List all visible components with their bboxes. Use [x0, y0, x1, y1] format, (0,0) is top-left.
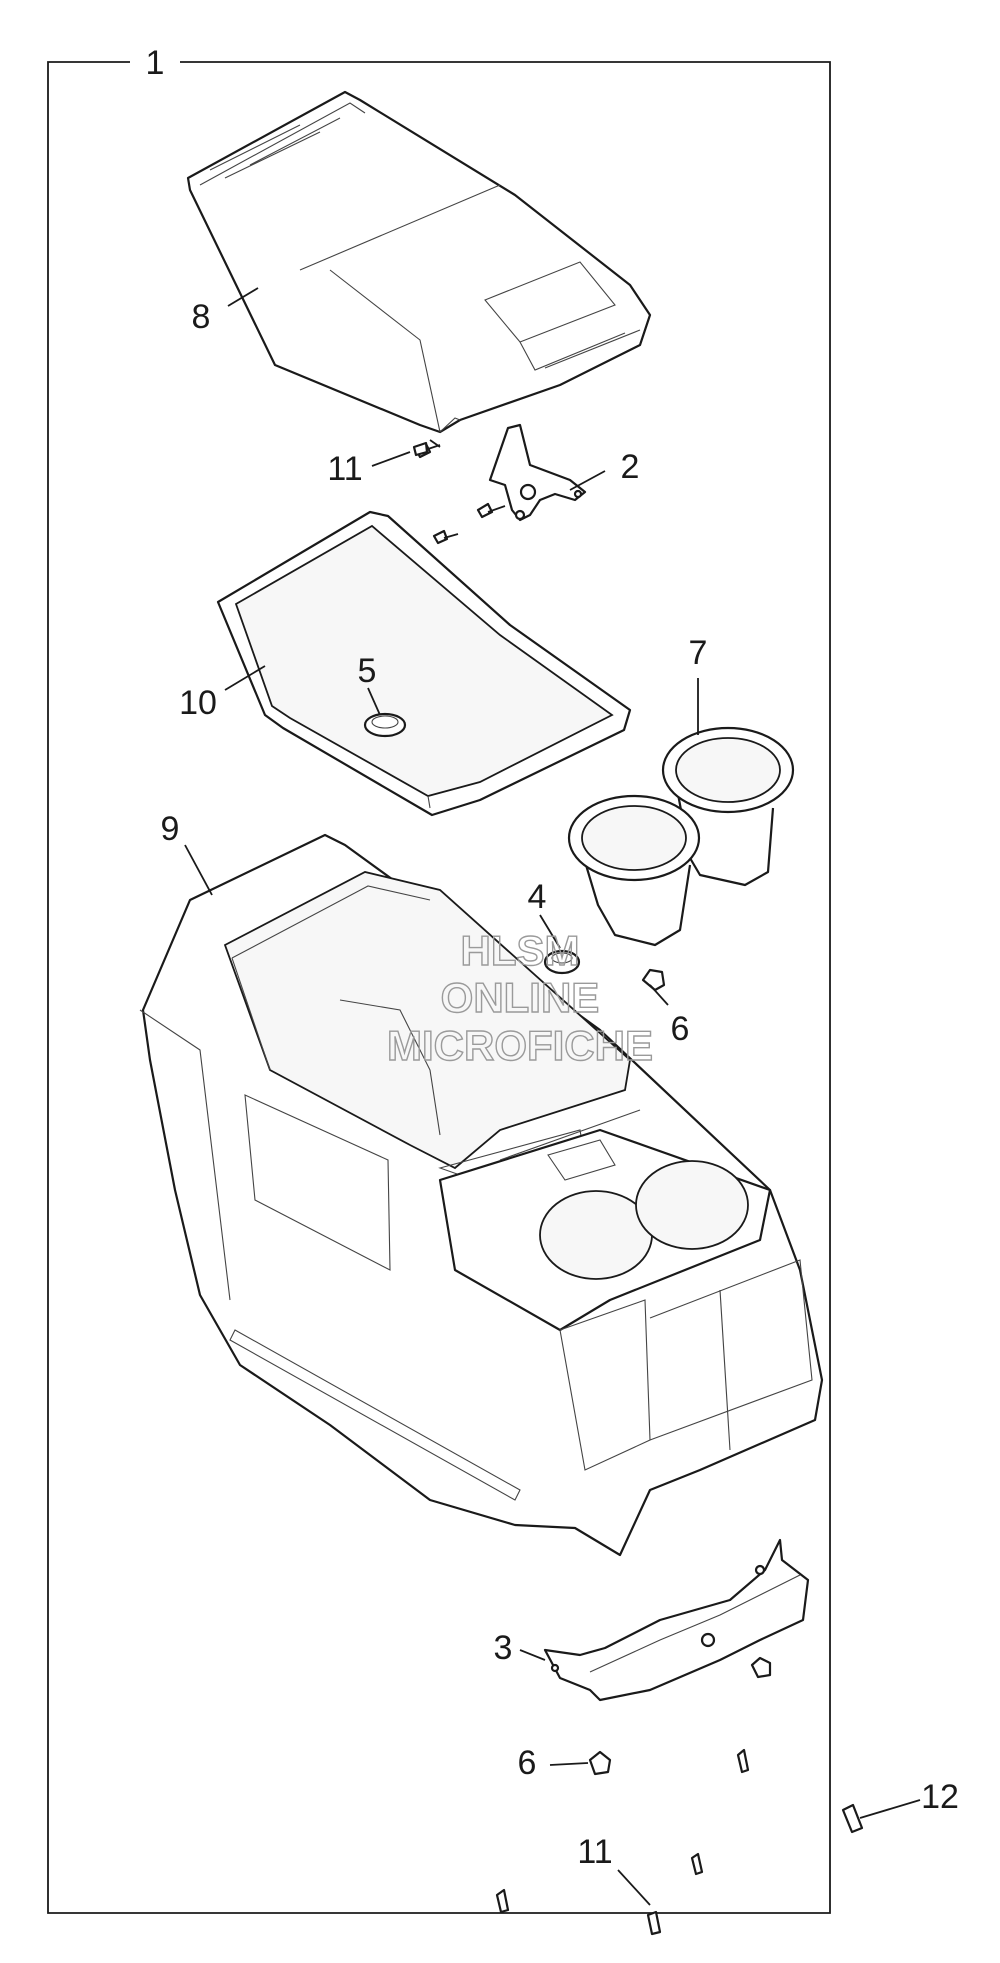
- screw-11-lower-b: [690, 1852, 704, 1876]
- part-bumper-6-upper: [641, 968, 666, 992]
- part-grommet-4: [543, 949, 581, 975]
- callout-3: 3: [494, 1629, 513, 1667]
- part-cupholders-7: [567, 726, 795, 947]
- callout-11-upper: 11: [327, 450, 362, 488]
- callout-11-lower: 11: [577, 1833, 612, 1871]
- screw-bracket-a: [476, 502, 506, 519]
- callout-5: 5: [358, 652, 377, 690]
- part-bracket-2: [488, 423, 587, 522]
- callout-4: 4: [528, 878, 547, 916]
- part-bumper-6-lower: [588, 1656, 772, 1776]
- callout-labels: 1 2 3 4 5 6 6 7 8 9 10 11 11 12: [146, 44, 959, 1871]
- assembly-frame: [47, 61, 831, 1914]
- part-tray-10: [216, 510, 632, 817]
- leader-lines: [184, 287, 921, 1906]
- callout-2: 2: [621, 448, 640, 486]
- callout-8: 8: [192, 298, 211, 336]
- part-plug-5: [363, 712, 407, 738]
- callout-12: 12: [921, 1778, 959, 1816]
- part-console-base-9: [139, 833, 824, 1557]
- watermark-line-1: HLSM: [461, 927, 580, 974]
- screw-11-lower-c: [646, 1910, 662, 1936]
- callout-6-upper: 6: [671, 1010, 690, 1048]
- screw-11-lower-a: [736, 1748, 750, 1774]
- callout-10: 10: [179, 684, 217, 722]
- watermark: HLSM ONLINE MICROFICHE: [386, 926, 653, 1069]
- screw-11-upper: [412, 441, 429, 457]
- part-bracket-3: [543, 1538, 810, 1702]
- screw-11-lower-d: [495, 1888, 510, 1914]
- watermark-line-2: ONLINE: [441, 974, 600, 1021]
- callout-7: 7: [689, 634, 708, 672]
- callout-9: 9: [161, 810, 180, 848]
- screw-bracket-b: [432, 529, 459, 545]
- callout-6-lower: 6: [518, 1744, 537, 1782]
- screw-12: [841, 1803, 864, 1834]
- watermark-line-3: MICROFICHE: [387, 1022, 653, 1069]
- part-lid: [186, 90, 652, 434]
- callout-1: 1: [146, 44, 165, 82]
